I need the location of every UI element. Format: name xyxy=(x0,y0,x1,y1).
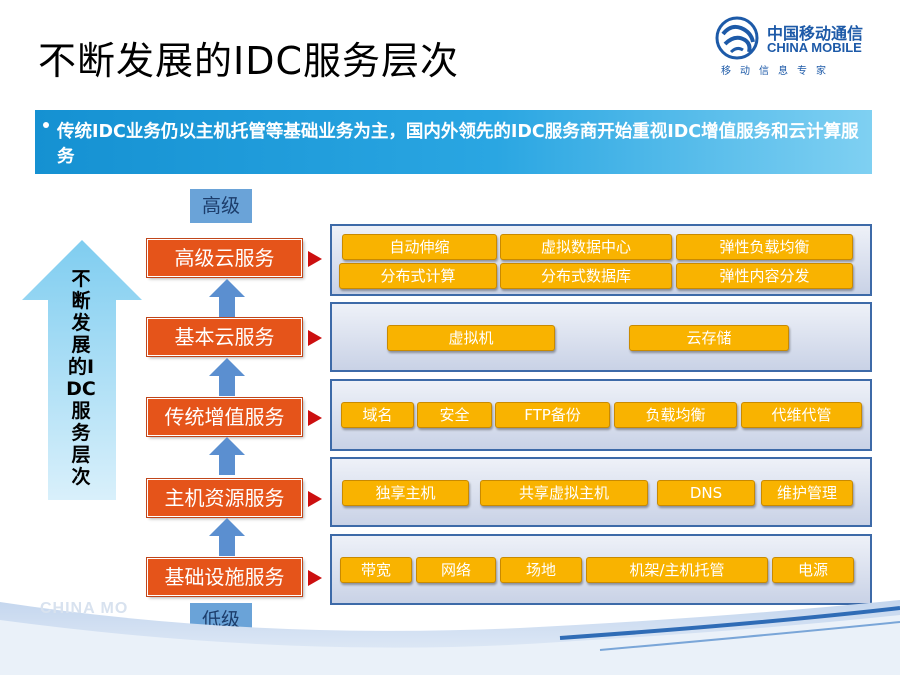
up-arrow-icon xyxy=(209,358,245,396)
pointer-icon xyxy=(308,330,322,346)
watermark-text: CHINA MO xyxy=(40,600,129,617)
up-arrow-icon xyxy=(209,437,245,475)
pointer-icon xyxy=(308,410,322,426)
service-chip: 安全 xyxy=(417,402,492,428)
china-mobile-logo: 中国移动通信 CHINA MOBILE 移动信息专家 xyxy=(715,16,885,80)
layer-advanced-cloud: 高级云服务 xyxy=(146,238,303,278)
banner-text: 传统IDC业务仍以主机托管等基础业务为主，国内外领先的IDC服务商开始重视IDC… xyxy=(57,122,859,167)
service-chip: 带宽 xyxy=(340,557,412,583)
service-chip: 分布式数据库 xyxy=(500,263,672,289)
pointer-icon xyxy=(308,570,322,586)
service-chip: FTP备份 xyxy=(495,402,610,428)
service-chip: 虚拟数据中心 xyxy=(500,234,672,260)
layer-host-resource: 主机资源服务 xyxy=(146,478,303,518)
bullet-icon xyxy=(43,122,49,128)
service-chip: 域名 xyxy=(341,402,414,428)
layer-traditional-value-added: 传统增值服务 xyxy=(146,397,303,437)
logo-english-name: CHINA MOBILE xyxy=(767,40,862,55)
panel-advanced-cloud: 自动伸缩 虚拟数据中心 弹性负载均衡 分布式计算 分布式数据库 弹性内容分发 xyxy=(330,224,872,296)
level-high: 高级 xyxy=(190,189,252,223)
summary-banner: 传统IDC业务仍以主机托管等基础业务为主，国内外领先的IDC服务商开始重视IDC… xyxy=(35,110,872,174)
panel-basic-cloud: 虚拟机 云存储 xyxy=(330,302,872,372)
wave-decoration xyxy=(0,600,900,675)
panel-traditional-value-added: 域名 安全 FTP备份 负载均衡 代维代管 xyxy=(330,379,872,451)
pointer-icon xyxy=(308,251,322,267)
service-chip: DNS xyxy=(657,480,755,506)
service-chip: 场地 xyxy=(500,557,582,583)
service-chip: 网络 xyxy=(416,557,496,583)
progression-arrow-icon xyxy=(22,240,142,500)
service-chip: 独享主机 xyxy=(342,480,469,506)
service-chip: 分布式计算 xyxy=(339,263,497,289)
layer-basic-cloud: 基本云服务 xyxy=(146,317,303,357)
panel-infrastructure: 带宽 网络 场地 机架/主机托管 电源 xyxy=(330,534,872,605)
service-chip: 共享虚拟主机 xyxy=(480,480,648,506)
panel-host-resource: 独享主机 共享虚拟主机 DNS 维护管理 xyxy=(330,457,872,527)
logo-slogan: 移动信息专家 xyxy=(721,66,835,77)
page-title: 不断发展的IDC服务层次 xyxy=(38,39,460,83)
service-chip: 负载均衡 xyxy=(614,402,737,428)
service-chip: 维护管理 xyxy=(761,480,853,506)
up-arrow-icon xyxy=(209,518,245,556)
service-chip: 虚拟机 xyxy=(387,325,555,351)
pointer-icon xyxy=(308,491,322,507)
china-mobile-logo-icon xyxy=(715,16,759,60)
service-chip: 代维代管 xyxy=(741,402,862,428)
logo-chinese-name: 中国移动通信 xyxy=(767,24,864,43)
up-arrow-icon xyxy=(209,279,245,317)
axis-label: 不断发展的IDC 服务层次 xyxy=(66,268,96,488)
service-chip: 机架/主机托管 xyxy=(586,557,768,583)
service-chip: 自动伸缩 xyxy=(342,234,497,260)
layer-infrastructure: 基础设施服务 xyxy=(146,557,303,597)
service-chip: 电源 xyxy=(772,557,854,583)
service-chip: 弹性内容分发 xyxy=(676,263,853,289)
service-chip: 弹性负载均衡 xyxy=(676,234,853,260)
service-chip: 云存储 xyxy=(629,325,789,351)
